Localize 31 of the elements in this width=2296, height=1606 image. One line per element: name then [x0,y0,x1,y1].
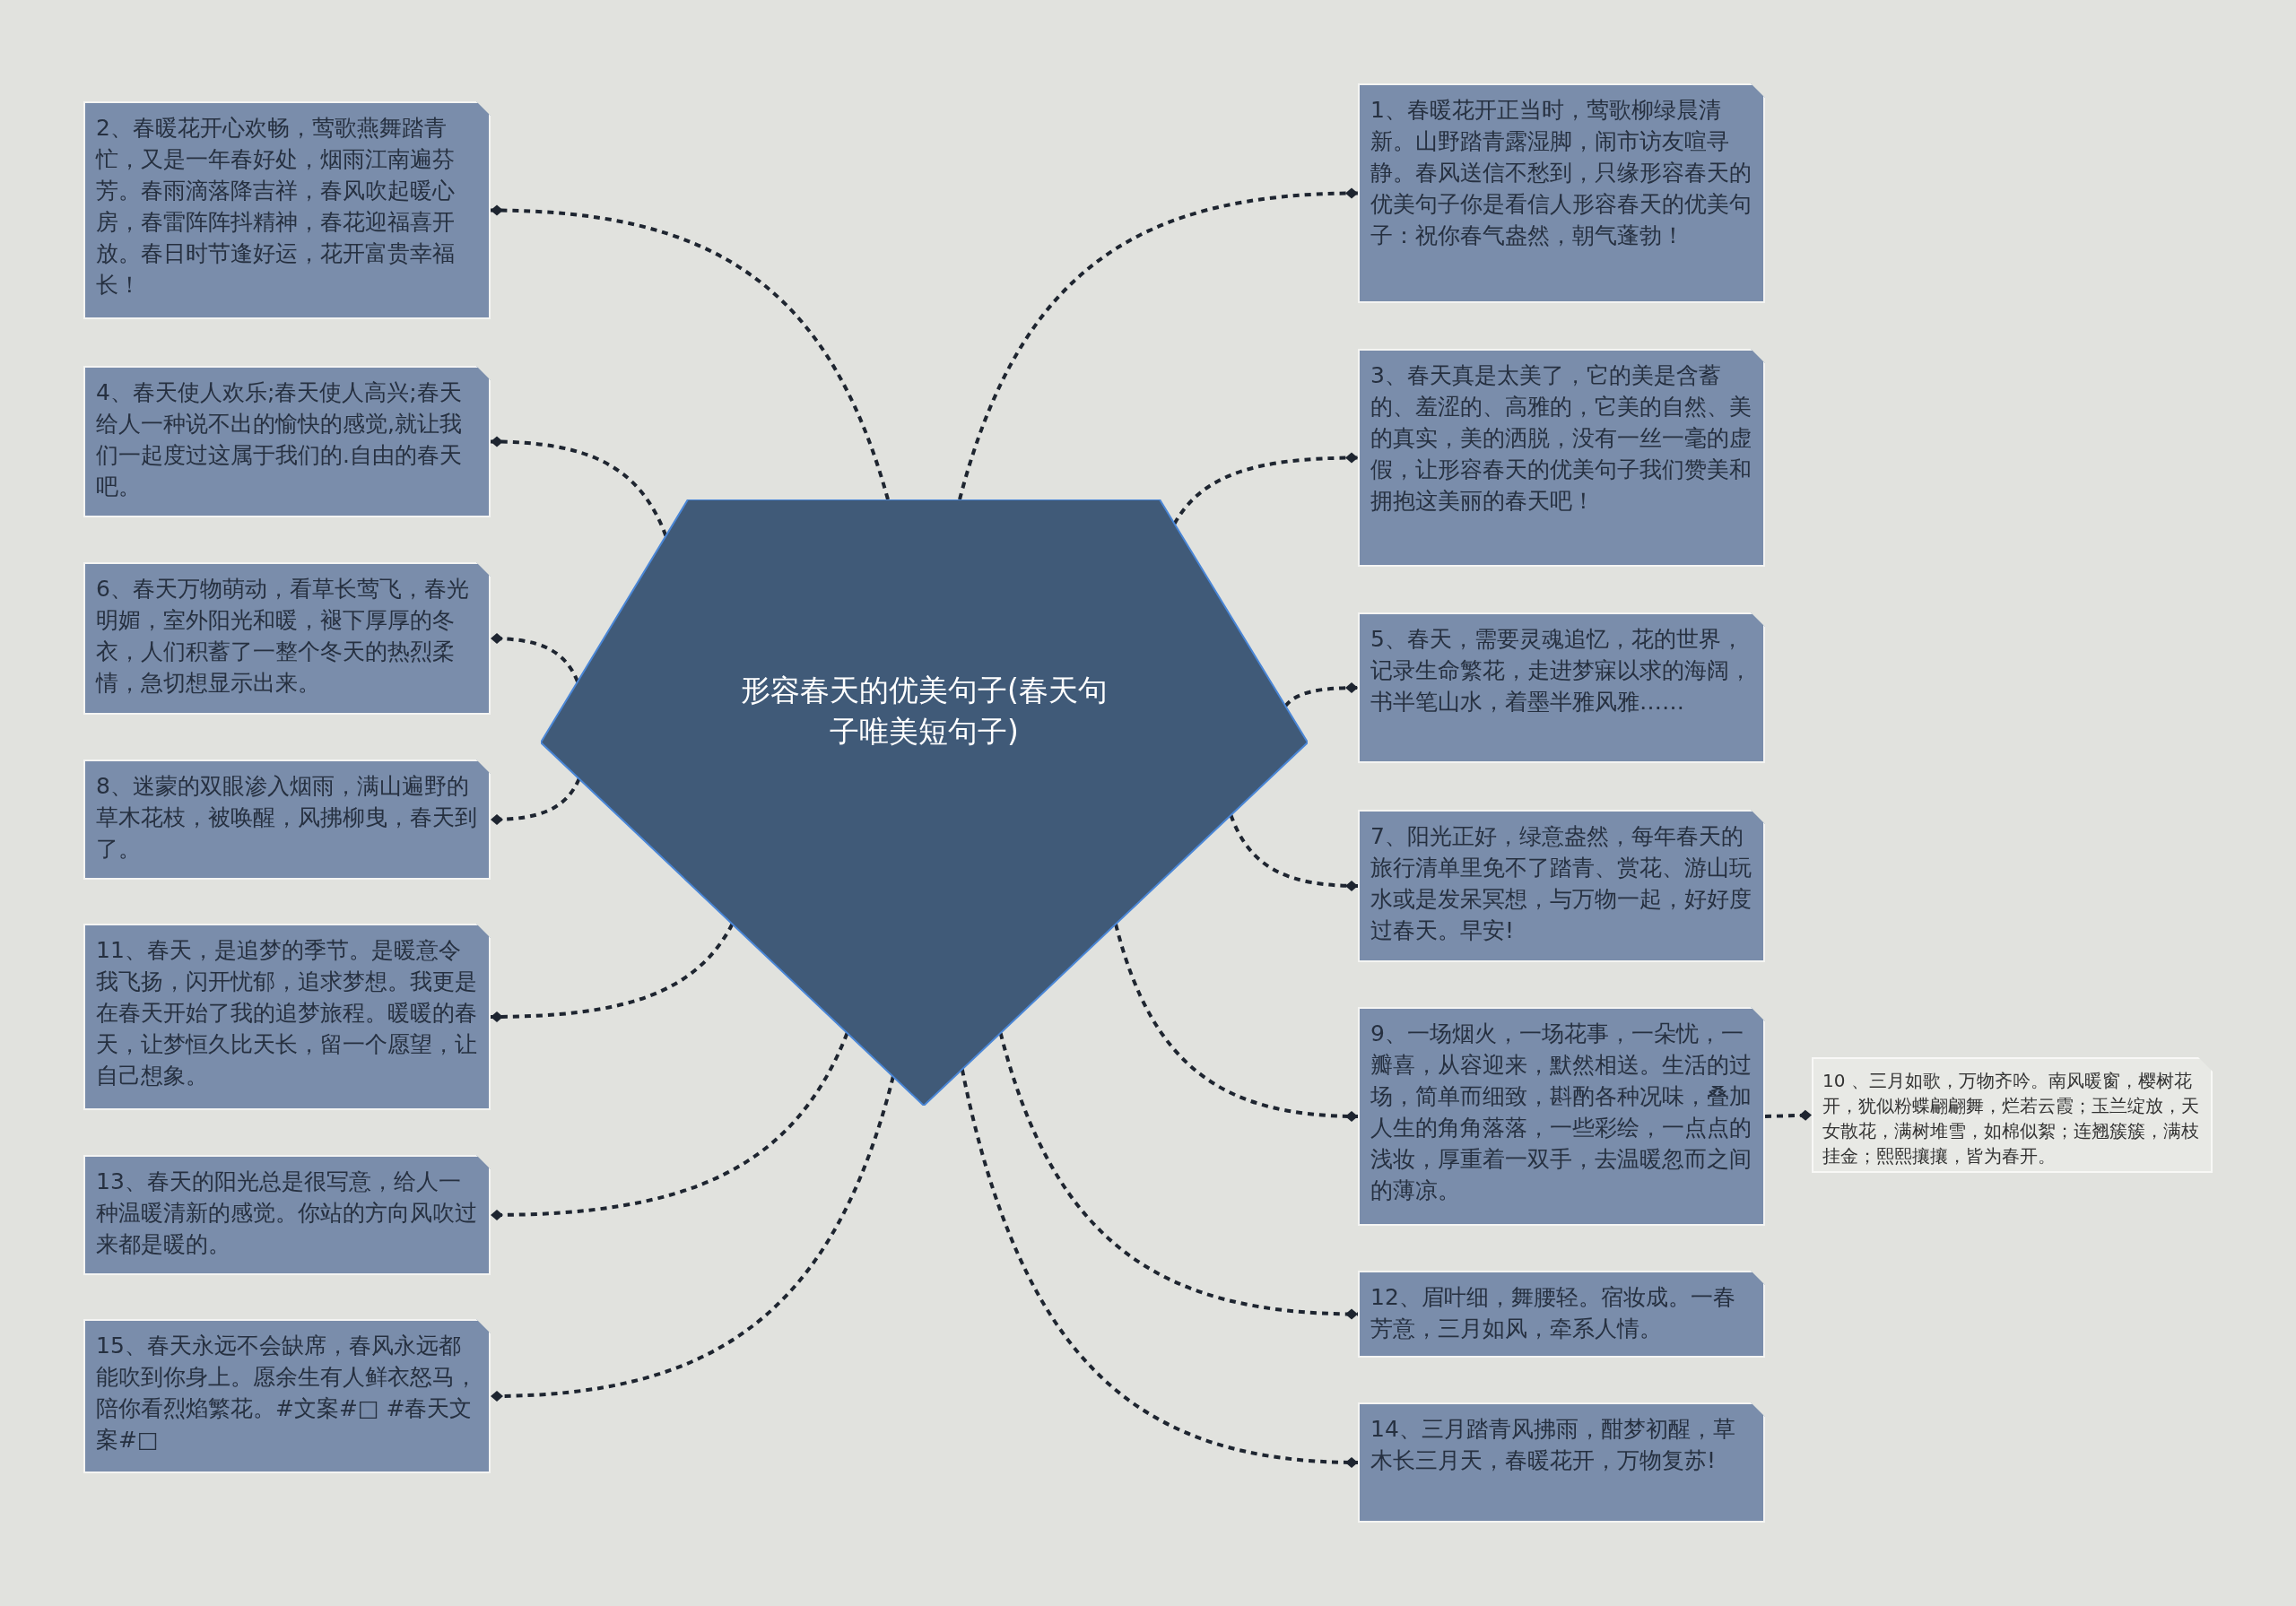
text-box: 10 、三月如歌，万物齐吟。南风暖窗，樱树花开，犹似粉蝶翩翩舞，烂若云霞；玉兰绽放，天女散花，满树堆雪，如棉似絮；连翘簇簇，满枝挂金；熙熙攘攘，皆为春开。 [1812,1057,2213,1173]
connector [490,923,735,1022]
connector [490,1032,849,1220]
text-box: 1、春暖花开正当时，莺歌柳绿晨清新。山野踏青露湿脚，闹市访友喧寻静。春风送信不愁到，只缘形容春天的优美句子你是看信人形容春天的优美句子：祝你春气盎然，朝气蓬勃！ [1358,83,1765,303]
text-box: 7、阳光正好，绿意盎然，每年春天的旅行清单里免不了踏青、赏花、游山玩水或是发呆冥想，与万物一起，好好度过春天。早安! [1358,810,1765,962]
connector [490,436,668,537]
connector [490,633,579,683]
connector [490,777,581,825]
connector [958,187,1359,500]
connector [1283,682,1359,708]
connector [490,204,890,500]
connector [998,1032,1359,1320]
connector [1114,923,1359,1122]
text-box: 13、春天的阳光总是很写意，给人一种温暖清新的感觉。你站的方向风吹过来都是暖的。 [83,1155,491,1275]
connector [1172,452,1359,525]
text-box: 9、一场烟火，一场花事，一朵忧，一瓣喜，从容迎来，默然相送。生活的过场，简单而细致，斟酌各种况味，叠加人生的角角落落，一些彩绘，一点点的浅妆，厚重着一双手，去温暖忽而之间的薄凉。 [1358,1007,1765,1226]
text-box: 8、迷蒙的双眼渗入烟雨，满山遍野的草木花枝，被唤醒，风拂柳曳，春天到了。 [83,760,491,880]
text-box: 15、春天永远不会缺席，春风永远都能吹到你身上。愿余生有人鲜衣怒马，陪你看烈焰繁花。#文案#□ #春天文案#□ [83,1319,491,1473]
text-box: 4、春天使人欢乐;春天使人高兴;春天给人一种说不出的愉快的感觉,就让我们一起度过这属于我们的.自由的春天吧。 [83,366,491,517]
text-box: 5、春天，需要灵魂追忆，花的世界，记录生命繁花，走进梦寐以求的海阔，书半笔山水，着墨半雅风雅…… [1358,612,1765,763]
connector [960,1069,1359,1468]
connector [490,1076,895,1402]
connector [1229,814,1359,891]
topic-text: 形容春天的优美句子(春天句子唯美短句子) [740,672,1109,751]
text-box: 2、春暖花开心欢畅，莺歌燕舞踏青忙，又是一年春好处，烟雨江南遍芬芳。春雨滴落降吉祥，春风吹起暖心房，春雷阵阵抖精神，春花迎福喜开放。春日时节逢好运，花开富贵幸福长！ [83,101,491,319]
text-box: 14、三月踏青风拂雨，酣梦初醒，草木长三月天，春暖花开，万物复苏! [1358,1402,1765,1523]
text-box: 11、春天，是追梦的季节。是暖意令我飞扬，闪开忧郁，追求梦想。我更是在春天开始了我的追梦旅程。暖暖的春天，让梦恒久比天长，留一个愿望，让自己想象。 [83,924,491,1110]
text-box: 12、眉叶细，舞腰轻。宿妆成。一春芳意，三月如风，牵系人情。 [1358,1271,1765,1358]
text-box: 3、春天真是太美了，它的美是含蓄的、羞涩的、高雅的，它美的自然、美的真实，美的洒脱，没有一丝一毫的虚假，让形容春天的优美句子我们赞美和拥抱这美丽的春天吧！ [1358,349,1765,567]
connector [1764,1109,1813,1121]
text-box: 6、春天万物萌动，看草长莺飞，春光明媚，室外阳光和暖，褪下厚厚的冬衣，人们积蓄了一整个冬天的热烈柔情，急切想显示出来。 [83,562,491,715]
